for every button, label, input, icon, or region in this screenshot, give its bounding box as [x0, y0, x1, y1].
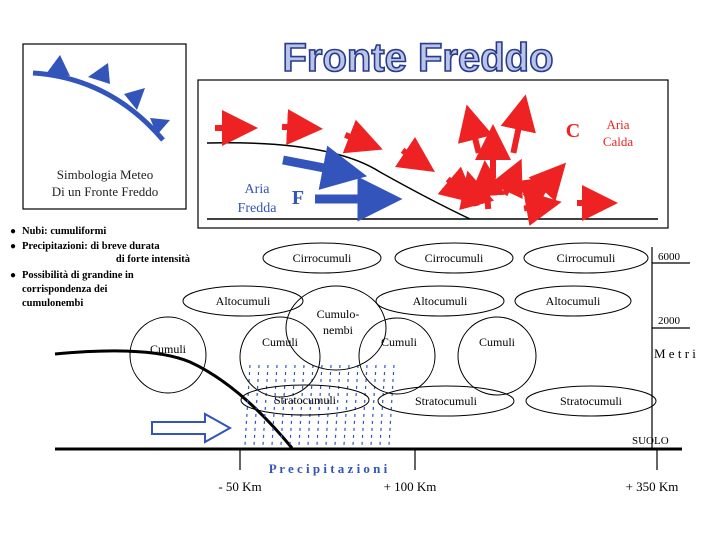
bullet-icon: ●: [10, 226, 16, 237]
rain-dash: [388, 364, 395, 446]
rain-dash: [253, 364, 260, 446]
altitude-tick-6000: 6000: [658, 251, 681, 263]
cold-air-label-1: Aria: [245, 182, 271, 197]
clouds: [129, 242, 657, 417]
distance-tick-plus100: + 100 Km: [384, 479, 437, 494]
cloud-altocumuli: [514, 285, 632, 317]
cloud-altocumuli: [375, 285, 505, 317]
cold-front-symbol-icon: [32, 55, 170, 142]
notes-list: ● Nubi: cumuliformi ● Precipitazioni: di…: [10, 226, 191, 309]
rain-dash: [352, 364, 359, 446]
label-cumulonembi-1: Cumulo-: [317, 307, 360, 321]
bullet-icon: ●: [10, 270, 16, 281]
distance-tick-minus50: - 50 Km: [218, 479, 261, 494]
note-3-line3: cumulonembi: [22, 298, 83, 309]
label-stratocumuli: Stratocumuli: [415, 394, 478, 408]
cloud-cumulonembi: [285, 285, 387, 371]
cloud-cumuli: [358, 317, 436, 395]
warm-air-label-2: Calda: [603, 134, 634, 149]
distance-tick-plus350: + 350 Km: [626, 479, 679, 494]
page-title: Fronte Freddo: [282, 36, 553, 80]
note-2: Precipitazioni: di breve durata: [22, 241, 160, 252]
altitude-axis-label: M e t r i: [654, 346, 696, 361]
bullet-icon: ●: [10, 241, 16, 252]
note-1: Nubi: cumuliformi: [22, 226, 106, 237]
cloud-stratocumuli: [525, 385, 657, 417]
cloud-stratocumuli: [377, 385, 515, 417]
symbol-caption-line2: Di un Fronte Freddo: [52, 184, 159, 199]
label-cumuli: Cumuli: [381, 335, 418, 349]
cloud-cirrocumuli: [262, 242, 382, 274]
cloud-cirrocumuli: [394, 242, 514, 274]
altitude-tick-2000: 2000: [658, 315, 681, 327]
warm-air-arrows: [215, 94, 618, 226]
air-mass-box: Aria Fredda F C Aria Calda: [197, 79, 669, 229]
front-surface-line: [206, 142, 471, 220]
rain-dash: [262, 364, 269, 446]
symbol-caption-line1: Simbologia Meteo: [57, 167, 153, 182]
front-symbol-box: Simbologia Meteo Di un Fronte Freddo: [22, 43, 187, 210]
cloud-labels: Cirrocumuli Cirrocumuli Cirrocumuli Alto…: [150, 251, 623, 408]
warm-air-label-1: Aria: [606, 117, 629, 132]
cold-air-flow-icon: [151, 412, 233, 444]
label-cirrocumuli: Cirrocumuli: [293, 251, 352, 265]
note-2-line2: di forte intensità: [116, 254, 191, 265]
distance-axis: P r e c i p i t a z i o n i - 50 Km + 10…: [218, 449, 678, 494]
label-altocumuli: Altocumuli: [546, 294, 601, 308]
label-altocumuli: Altocumuli: [216, 294, 271, 308]
label-cumuli: Cumuli: [262, 335, 299, 349]
label-stratocumuli: Stratocumuli: [274, 393, 337, 407]
note-3-line2: corrispondenza dei: [22, 284, 108, 295]
label-cirrocumuli: Cirrocumuli: [557, 251, 616, 265]
rain-dash: [343, 364, 350, 446]
cloud-cumuli: [457, 316, 537, 396]
front-profile-line: [54, 349, 294, 449]
cloud-cumuli: [239, 316, 321, 398]
precipitation-label: P r e c i p i t a z i o n i: [269, 461, 388, 476]
note-3-line1: Possibilità di grandine in: [22, 270, 134, 281]
cold-letter: F: [292, 187, 304, 209]
cloud-altocumuli: [182, 285, 304, 317]
cloud-stratocumuli: [240, 384, 370, 416]
ground-label: SUOLO: [632, 435, 669, 447]
cold-air-arrows: [282, 145, 403, 222]
cloud-cirrocumuli: [523, 242, 649, 274]
cold-air-label-2: Fredda: [238, 201, 278, 216]
label-stratocumuli: Stratocumuli: [560, 394, 623, 408]
label-cumuli: Cumuli: [479, 335, 516, 349]
label-cumuli: Cumuli: [150, 342, 187, 356]
warm-letter: C: [566, 120, 580, 142]
altitude-axis: 6000 2000 M e t r i SUOLO: [632, 247, 696, 449]
label-cumulonembi-2: nembi: [323, 323, 354, 337]
label-cirrocumuli: Cirrocumuli: [425, 251, 484, 265]
label-altocumuli: Altocumuli: [413, 294, 468, 308]
cloud-cumuli: [129, 316, 207, 394]
rain-dash: [370, 364, 377, 446]
